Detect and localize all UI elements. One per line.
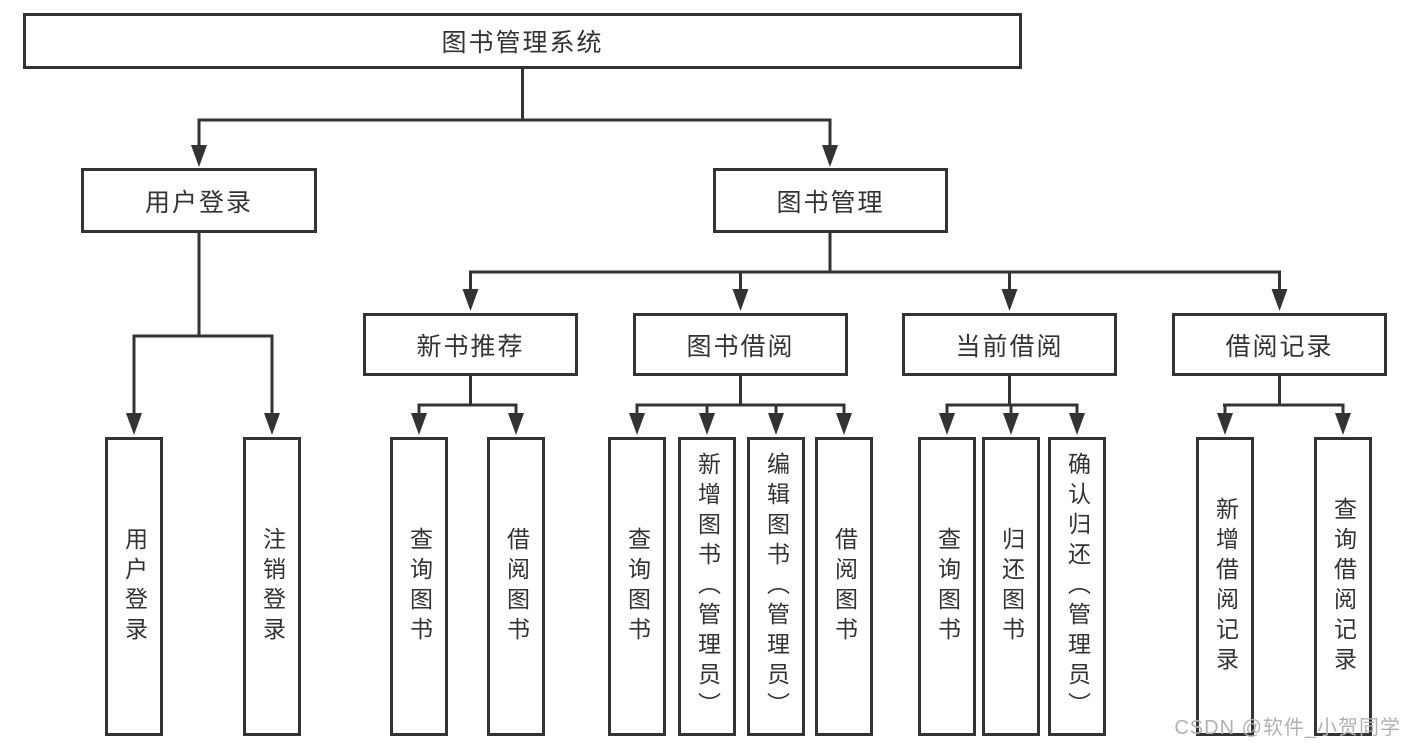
leaf-add-borrow-record-label: 新增借阅记录 — [1212, 496, 1239, 677]
leaf-logout: 注销登录 — [243, 437, 301, 736]
node-current-borrow-label: 当前借阅 — [955, 332, 1064, 361]
leaf-query-borrow-record: 查询借阅记录 — [1314, 437, 1372, 736]
leaf-edit-book-admin: 编辑图书（管理员） — [747, 437, 805, 736]
node-new-book-recommend: 新书推荐 — [363, 313, 578, 376]
leaf-add-borrow-record: 新增借阅记录 — [1196, 437, 1254, 736]
node-book-management: 图书管理 — [713, 168, 948, 233]
node-borrow-records-label: 借阅记录 — [1225, 332, 1334, 361]
node-book-borrow: 图书借阅 — [633, 313, 848, 376]
leaf-query-books-recommend-label: 查询图书 — [406, 526, 433, 647]
leaf-query-borrow-record-label: 查询借阅记录 — [1330, 496, 1357, 677]
node-root: 图书管理系统 — [23, 13, 1022, 69]
leaf-logout-label: 注销登录 — [259, 526, 286, 647]
connector-recommend-split — [411, 376, 524, 435]
node-root-label: 图书管理系统 — [441, 29, 604, 57]
connector-management-split — [462, 232, 1288, 311]
leaf-borrow-books-label: 借阅图书 — [831, 526, 858, 647]
leaf-query-books-borrow-label: 查询图书 — [624, 526, 651, 647]
leaf-borrow-books: 借阅图书 — [815, 437, 873, 736]
node-borrow-records: 借阅记录 — [1172, 313, 1387, 376]
leaf-borrow-books-recommend: 借阅图书 — [487, 437, 545, 736]
leaf-query-books-recommend: 查询图书 — [390, 437, 448, 736]
leaf-query-books-borrow: 查询图书 — [608, 437, 666, 736]
leaf-return-book: 归还图书 — [982, 437, 1040, 736]
leaf-add-book-admin-label: 新增图书（管理员） — [694, 451, 721, 722]
connector-borrow-split — [629, 376, 852, 435]
leaf-user-login-label: 用户登录 — [121, 526, 148, 647]
node-book-borrow-label: 图书借阅 — [686, 332, 795, 361]
leaf-return-book-label: 归还图书 — [998, 526, 1025, 647]
leaf-query-books-current: 查询图书 — [918, 437, 976, 736]
leaf-add-book-admin: 新增图书（管理员） — [678, 437, 736, 736]
node-user-login: 用户登录 — [81, 168, 317, 233]
node-new-book-recommend-label: 新书推荐 — [416, 332, 525, 361]
node-current-borrow: 当前借阅 — [902, 313, 1117, 376]
leaf-confirm-return-admin: 确认归还（管理员） — [1048, 437, 1106, 736]
leaf-edit-book-admin-label: 编辑图书（管理员） — [763, 451, 790, 722]
connector-current-split — [939, 376, 1085, 435]
watermark: CSDN @软件_小贺同学 — [1174, 717, 1401, 739]
connector-root-split — [191, 68, 838, 167]
leaf-borrow-books-recommend-label: 借阅图书 — [503, 526, 530, 647]
leaf-query-books-current-label: 查询图书 — [934, 526, 961, 647]
leaf-user-login: 用户登录 — [105, 437, 163, 736]
connector-records-split — [1217, 376, 1351, 435]
connector-login-split — [126, 232, 280, 435]
leaf-confirm-return-admin-label: 确认归还（管理员） — [1064, 451, 1091, 722]
node-book-management-label: 图书管理 — [776, 188, 885, 217]
node-user-login-label: 用户登录 — [144, 188, 253, 217]
